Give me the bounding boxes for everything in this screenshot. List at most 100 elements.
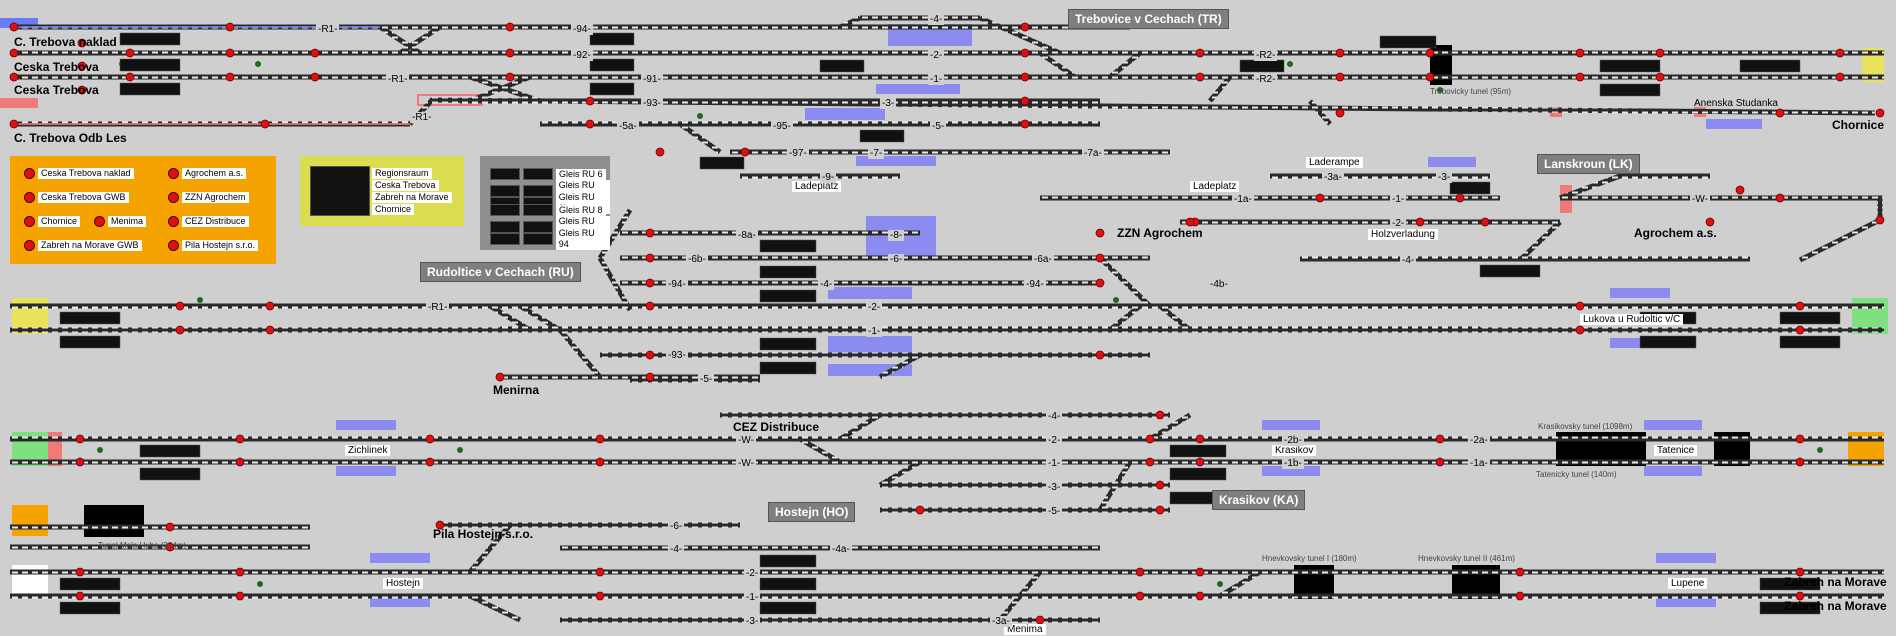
tunnel-label: Tunel Mala Huba (324m) [98, 541, 187, 550]
track-label: -1a- [1468, 458, 1490, 469]
legend-item[interactable]: Zabreh na Morave GWB [24, 240, 142, 251]
legend-item[interactable]: Ceska Trebova naklad [24, 168, 134, 179]
track-label: -4- [928, 14, 945, 25]
legend-item[interactable]: Agrochem a.s. [168, 168, 247, 179]
track-label: -1a- [1232, 194, 1254, 205]
exit-label: Zabreh na Morave [1784, 599, 1887, 613]
track-label: -4- [818, 279, 835, 290]
exit-label: Chornice [1832, 118, 1885, 132]
legend-item[interactable]: Chornice [372, 204, 415, 215]
legend-item[interactable]: Menima [94, 216, 147, 227]
track-label: -3- [744, 616, 761, 627]
legend-item[interactable]: Gleis RU 6 [490, 168, 606, 180]
track-label: -4- [668, 544, 685, 555]
legend-item[interactable]: Pila Hostejn s.r.o. [168, 240, 259, 251]
track-label: -3a- [990, 616, 1012, 627]
legend-item[interactable]: Regionsraum [372, 168, 432, 179]
stop-label: Ladeplatz [1190, 181, 1240, 192]
track-label: -4b- [1208, 279, 1230, 290]
track-label: -5a- [617, 121, 639, 132]
track-label: -1- [928, 74, 945, 85]
tracks [10, 15, 1884, 623]
track-label: -94- [571, 24, 593, 35]
track-label: -2b- [1282, 435, 1304, 446]
track-label: -94- [1024, 279, 1046, 290]
tunnel-label: Hnevkovsky tunel I (180m) [1262, 554, 1357, 563]
track-label: -9- [820, 172, 837, 183]
legend-item[interactable]: CEZ Distribuce [168, 216, 249, 227]
track-label: -R2- [1254, 50, 1278, 61]
track-label: -94- [666, 279, 688, 290]
station-title-krasikov: Krasikov (KA) [1212, 490, 1306, 510]
track-label: -6a- [1032, 254, 1054, 265]
siding-label: Pila Hostejn s.r.o. [433, 527, 534, 541]
legend-item[interactable]: Zabreh na Morave [372, 192, 452, 203]
legend-item[interactable]: Ceska Trebova GWB [24, 192, 129, 203]
station-title-rudoltice: Rudoltice v Cechach (RU) [420, 262, 581, 282]
block-indicator [522, 221, 553, 233]
track-label: -3- [1436, 172, 1453, 183]
entry-label: C. Trebova naklad [14, 35, 117, 49]
legend-item[interactable]: Gleis RU 8 [490, 204, 606, 216]
track-label: -2- [1046, 435, 1063, 446]
siding-legend-panel: Ceska Trebova naklad Agrochem a.s. Ceska… [10, 156, 276, 264]
stop-label: Krasikov [1272, 445, 1317, 456]
track-label: -5- [698, 374, 715, 385]
exit-label: Zabreh na Morave [1784, 575, 1887, 589]
block-indicator [490, 221, 520, 233]
siding-label: CEZ Distribuce [733, 420, 820, 434]
region-block [310, 166, 370, 216]
track-label: -R1- [426, 302, 450, 313]
track-label: -3a- [1322, 172, 1344, 183]
track-label: -2- [1390, 218, 1407, 229]
track-label: -R2- [1254, 74, 1278, 85]
track-label: -7a- [1082, 148, 1104, 159]
track-label: -2- [928, 50, 945, 61]
entry-marker [12, 505, 48, 536]
siding-label: Menirna [493, 383, 540, 397]
signal-icon [168, 168, 179, 179]
exit-marker [1862, 48, 1884, 82]
stop-label: Zichlinek [345, 445, 391, 456]
track-label: -7- [868, 148, 885, 159]
track-label: -4- [1046, 411, 1063, 422]
track-label: -8a- [736, 230, 758, 241]
block-indicator [490, 185, 520, 197]
stop-label: Laderampe [1306, 157, 1363, 168]
signal-icon [168, 240, 179, 251]
siding-label: Agrochem a.s. [1634, 226, 1717, 240]
track-label: -R1- [316, 24, 340, 35]
track-label: -W- [736, 435, 756, 446]
signal-icon [168, 216, 179, 227]
signal-icon [24, 192, 35, 203]
stop-label: Lupene [1668, 578, 1708, 589]
track-label: -5- [1046, 506, 1063, 517]
block-indicator [523, 204, 553, 216]
siding-label: ZZN Agrochem [1117, 226, 1203, 240]
track-label: -1- [866, 326, 883, 337]
track-label: -8- [888, 230, 905, 241]
signal-icon [24, 240, 35, 251]
region-legend-panel: Regionsraum Ceska Trebova Zabreh na Mora… [300, 156, 464, 226]
stop-label: Lukova u Rudoltic v/C [1580, 314, 1684, 325]
track-label: -R1- [410, 112, 434, 123]
stop-label: Ladeplatz [792, 181, 842, 192]
track-label: -6- [888, 254, 905, 265]
legend-item[interactable]: Ceska Trebova [372, 180, 439, 191]
station-title-trebovice: Trebovice v Cechach (TR) [1068, 9, 1229, 29]
signal-icon [94, 216, 105, 227]
signal-icon [168, 192, 179, 203]
entry-label: C. Trebova Odb Les [14, 131, 127, 145]
tunnel-label: Tatenicky tunel (140m) [1536, 470, 1617, 479]
track-label: -6b- [686, 254, 708, 265]
tunnels [84, 45, 1750, 599]
track-label: -W- [736, 458, 756, 469]
legend-item[interactable]: ZZN Agrochem [168, 192, 249, 203]
legend-item[interactable]: Chornice [24, 216, 81, 227]
block-indicator [522, 185, 553, 197]
tunnel-label: Krasikovsky tunel (1098m) [1538, 422, 1633, 431]
legend-item[interactable]: Gleis RU 94 [490, 228, 610, 250]
station-title-lanskroun: Lanskroun (LK) [1537, 154, 1640, 174]
track-label: -97- [787, 148, 809, 159]
